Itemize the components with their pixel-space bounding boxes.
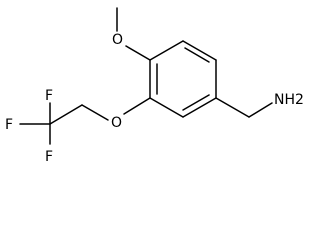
ether-oxygen-label: O <box>111 115 122 131</box>
benzene-ring <box>149 40 217 118</box>
bond-ch2-n <box>248 102 273 118</box>
bond-ring-methoxy-o <box>125 45 151 61</box>
structure-diagram: O O F F F NH2 <box>5 7 304 165</box>
ring-bond-1 <box>149 40 184 61</box>
bond-ch2-cf3 <box>49 104 83 125</box>
ring-bond-5 <box>149 97 184 118</box>
fluorine-top-label: F <box>45 88 53 104</box>
ring-double-bond-top <box>184 47 210 63</box>
fluorine-left-label: F <box>5 117 13 133</box>
fluorine-bottom-label: F <box>45 149 53 165</box>
bond-ether-o-ch2 <box>81 104 109 121</box>
amine-label: NH2 <box>274 92 304 108</box>
methoxy-oxygen-label: O <box>112 32 123 48</box>
ring-bond-2 <box>182 40 217 61</box>
bond-ring-ether-o <box>123 97 151 115</box>
ring-bond-4 <box>182 97 217 118</box>
bond-ring-ch2 <box>215 97 250 118</box>
ring-double-bond-bottom <box>182 94 210 111</box>
